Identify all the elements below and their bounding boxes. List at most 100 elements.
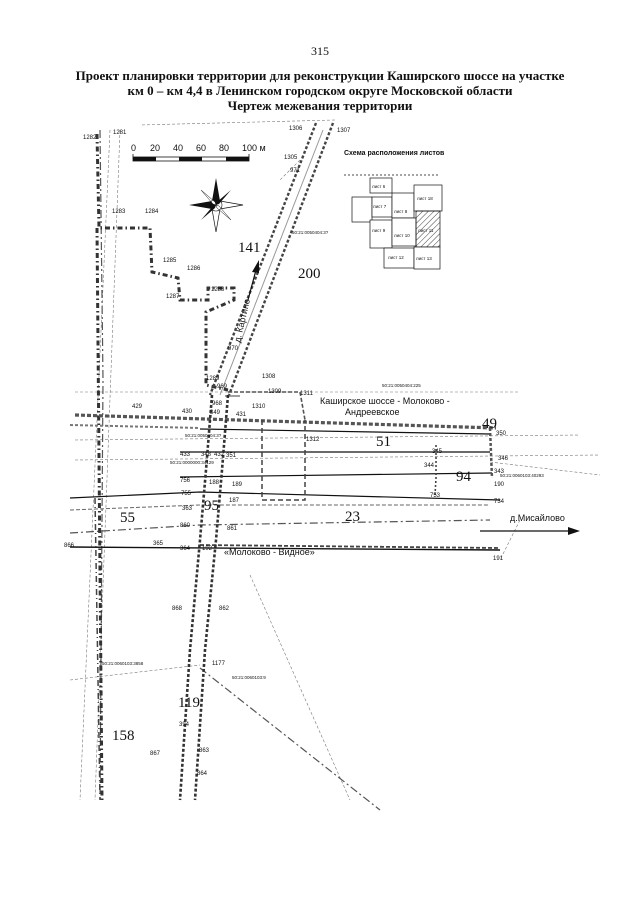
scale-bar: 0 20 40 60 80 100 м <box>131 143 266 162</box>
page-number: 315 <box>311 44 329 58</box>
point-label: 191 <box>493 556 504 562</box>
point-label: 756 <box>180 478 191 484</box>
point-label: 431 <box>236 412 247 418</box>
sheet-layout-scheme: Схема расположения листов лист 6 лист 7 … <box>344 150 445 270</box>
point-label: 351 <box>226 453 237 459</box>
point-label: 1177 <box>212 661 226 667</box>
point-label: 970 <box>228 346 239 352</box>
point-label: 1311 <box>300 391 314 397</box>
point-label: 188 <box>209 480 220 486</box>
zone-158: 158 <box>112 728 135 744</box>
point-label: 190 <box>494 482 505 488</box>
point-label: 866 <box>64 543 75 549</box>
title-line-2: км 0 – км 4,4 в Ленинском городском окру… <box>127 83 513 98</box>
point-label: 1281 <box>113 130 127 136</box>
road-label-kashirskoe-2: Андреевское <box>345 407 399 417</box>
point-label: 1286 <box>187 266 201 272</box>
point-label: 1307 <box>337 128 351 134</box>
point-label: 1287 <box>166 294 180 300</box>
cadastral-boundaries <box>69 119 601 801</box>
point-label: 1284 <box>145 209 159 215</box>
zone-51: 51 <box>376 434 391 450</box>
point-label: 868 <box>172 606 183 612</box>
point-label: 345 <box>432 449 443 455</box>
compass-rose-icon <box>189 178 244 233</box>
point-label: 971 <box>290 168 301 174</box>
point-label: 350 <box>496 431 507 437</box>
point-label: 1312 <box>306 437 320 443</box>
scale-tick-20: 20 <box>150 143 160 153</box>
sheet-label-7: лист 7 <box>373 204 387 209</box>
point-label: 1285 <box>163 258 177 264</box>
zone-55: 55 <box>120 510 135 526</box>
point-label: 1305 <box>284 155 298 161</box>
cadastral-number: 50:21:0050404:3? <box>185 433 222 438</box>
point-label: 1282 <box>83 135 97 141</box>
point-label: 364 <box>180 546 191 552</box>
point-label: 734 <box>494 499 505 505</box>
point-label: 349 <box>210 410 221 416</box>
point-label: 433 <box>180 452 191 458</box>
road-label-misaylovo: д.Мисайлово <box>510 513 565 523</box>
cadastral-number: 50:21:0050404:225 <box>382 383 421 388</box>
point-label: 394 <box>179 722 190 728</box>
zone-95: 95 <box>204 498 219 514</box>
title-line-3: Чертеж межевания территории <box>227 98 413 113</box>
sheet-label-12: лист 12 <box>388 255 404 260</box>
point-label: 1289 <box>206 376 220 382</box>
direction-arrows <box>225 260 580 535</box>
zone-141: 141 <box>238 240 261 256</box>
kashirskoe-highway <box>69 413 497 496</box>
cadastral-number: 50:21:0000000:34129 <box>170 460 214 465</box>
zone-94: 94 <box>456 469 472 485</box>
point-label: 430 <box>182 409 193 415</box>
point-label: 1309 <box>268 389 282 395</box>
road-label-molokovo-vidnoe: «Молоково - Видное» <box>224 547 315 557</box>
point-label: 863 <box>199 748 210 754</box>
point-label: 1308 <box>262 374 276 380</box>
scale-tick-60: 60 <box>196 143 206 153</box>
zone-200: 200 <box>298 266 321 282</box>
road-label-kashirskoe: Каширское шоссе - Молоково - <box>320 396 450 406</box>
lower-plots <box>69 491 501 801</box>
point-label: 755 <box>181 491 192 497</box>
scale-tick-40: 40 <box>173 143 183 153</box>
scale-tick-80: 80 <box>219 143 229 153</box>
sheet-label-9: лист 9 <box>372 228 386 233</box>
point-label: 1283 <box>112 209 126 215</box>
zone-23: 23 <box>345 509 360 525</box>
cadastral-number: 50:21:0060103:3858 <box>102 661 144 666</box>
point-labels: 1282 1281 1306 1307 1305 971 1283 1284 1… <box>64 126 509 777</box>
point-label: 864 <box>197 771 208 777</box>
point-label: 1306 <box>289 126 303 132</box>
plot-boundary-heavy <box>95 133 236 801</box>
point-label: 860 <box>180 523 191 529</box>
zone-49: 49 <box>482 416 497 432</box>
point-label: 189 <box>232 482 243 488</box>
sheet-label-11: лист 11 <box>418 228 434 233</box>
point-label: 861 <box>227 526 238 532</box>
scale-tick-100: 100 м <box>242 143 266 153</box>
point-label: 346 <box>498 456 509 462</box>
point-label: 968 <box>212 401 223 407</box>
kartino-road <box>208 122 335 396</box>
sheet-scheme-title: Схема расположения листов <box>344 150 445 157</box>
cadastral-number: 50:21:0050404:3? <box>292 230 329 235</box>
point-label: 969 <box>217 384 228 390</box>
point-label: 1288 <box>211 287 225 293</box>
point-label: 1310 <box>252 404 266 410</box>
sheet-label-18: лист 18 <box>417 196 433 201</box>
point-label: 344 <box>424 463 435 469</box>
point-label: 867 <box>150 751 161 757</box>
vertical-road-corridor <box>178 391 306 801</box>
point-label: 432 <box>214 452 225 458</box>
point-label: 343 <box>494 469 505 475</box>
point-label: 192 <box>202 546 213 552</box>
sheet-label-8: лист 8 <box>394 209 408 214</box>
point-label: 753 <box>430 493 441 499</box>
point-label: 365 <box>153 541 164 547</box>
sheet-label-13: лист 13 <box>416 256 432 261</box>
sheet-label-10: лист 10 <box>394 233 410 238</box>
